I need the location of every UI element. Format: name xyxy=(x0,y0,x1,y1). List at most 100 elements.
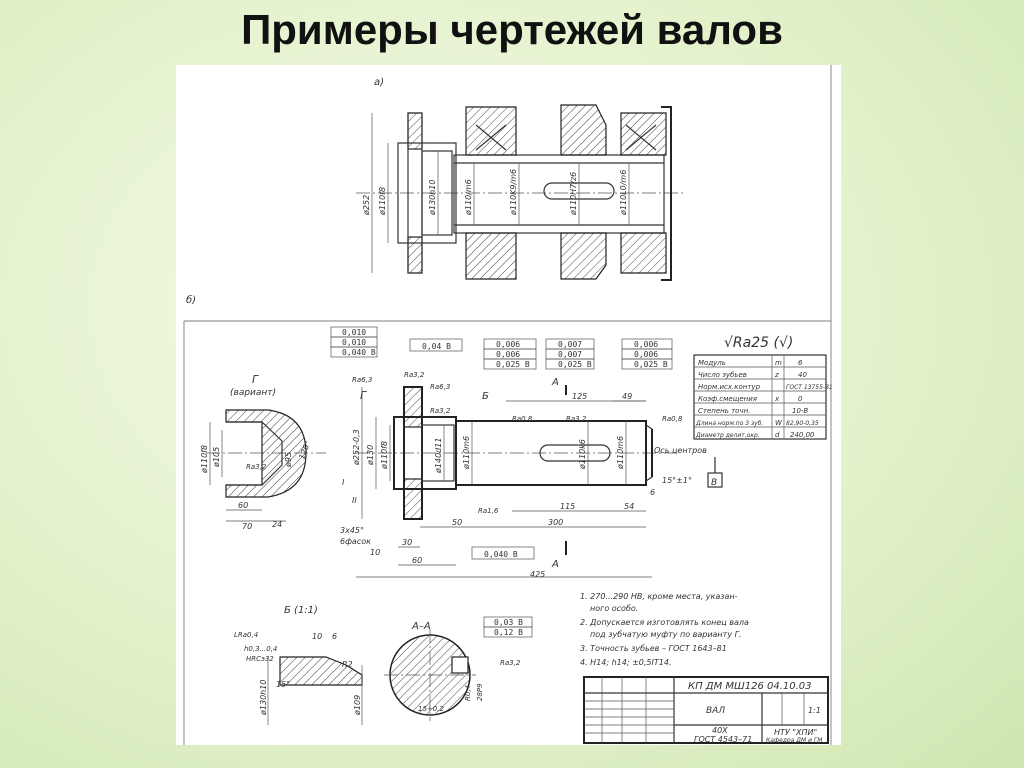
svg-text:0,12 В: 0,12 В xyxy=(494,628,523,637)
section-aa-dim-2: 28P9 xyxy=(476,683,484,701)
organization: НТУ "ХПИ" xyxy=(774,728,817,737)
shaft-dim-6: ø110k6 xyxy=(578,439,587,470)
svg-text:0,025 В: 0,025 В xyxy=(634,360,668,369)
note-line-4: под зубчатую муфту по варианту Г. xyxy=(590,630,742,639)
len-60: 60 xyxy=(412,556,422,565)
len-300: 300 xyxy=(548,518,563,527)
svg-text:0,040 В: 0,040 В xyxy=(484,550,518,559)
svg-text:0,025 В: 0,025 В xyxy=(558,360,592,369)
section-aa-tolerance: 0,03 В 0,12 В xyxy=(483,616,533,638)
shaft-dim-2: ø130 xyxy=(366,445,375,466)
svg-text:ГОСТ 13755-81: ГОСТ 13755-81 xyxy=(786,384,833,391)
note-line-6: 4. H14; h14; ±0,5IT14. xyxy=(580,658,672,667)
svg-text:0,025 В: 0,025 В xyxy=(496,360,530,369)
view-b-label: б) xyxy=(186,294,196,306)
svg-text:10-В: 10-В xyxy=(792,407,808,415)
svg-text:x: x xyxy=(774,395,780,403)
engineering-drawing: а) ø252 xyxy=(176,65,841,745)
shaft-dim-1: ø252-0,3 xyxy=(352,429,361,466)
shaft-dim-5: ø110m6 xyxy=(462,436,471,470)
len-425: 425 xyxy=(530,570,545,579)
letter-a-top: А xyxy=(551,377,559,388)
section-aa-dim-3: 15+0,2 xyxy=(418,705,444,713)
roman-two: II xyxy=(352,496,357,505)
detail-g-dim-1: ø110f8 xyxy=(200,445,209,474)
dim-a-5: ø110K9/m6 xyxy=(509,169,518,216)
svg-text:0,010: 0,010 xyxy=(342,328,366,337)
tolerance-frame-mid: 0,006 0,006 0,025 В xyxy=(483,338,537,370)
detail-g-label: Г xyxy=(252,373,259,386)
roughness-mark-6: Ra3,2 xyxy=(566,415,587,423)
dim-a-2: ø110f8 xyxy=(378,187,387,216)
gear-row-name-2: Число зубьев xyxy=(698,371,747,379)
tolerance-frame-face: 0,04 В xyxy=(409,338,463,352)
section-aa-view xyxy=(384,629,476,721)
drawing-scale: 1:1 xyxy=(808,706,821,715)
note-line-5: 3. Точность зубьев – ГОСТ 1643–81 xyxy=(580,644,727,653)
angle-note: 15°±1° xyxy=(662,476,692,485)
roughness-mark-7: Ra0,8 xyxy=(662,415,683,423)
section-b-dim-2: h0,3...0,4 xyxy=(244,645,277,653)
gear-row-name-1: Модуль xyxy=(698,359,726,367)
tolerance-frame-right: 0,006 0,006 0,025 В xyxy=(621,338,673,370)
center-axis-note: Ось центров xyxy=(654,446,707,455)
assembly-view-a xyxy=(356,104,686,281)
drawing-code: КП ДМ МШ126 04.10.03 xyxy=(688,681,812,692)
section-b-dim-6: R2 xyxy=(342,660,353,669)
part-material-std: ГОСТ 4543–71 xyxy=(694,735,752,744)
gear-row-name-6: Длина норм.по 3 зуб. xyxy=(695,420,763,427)
svg-text:0,007: 0,007 xyxy=(558,350,582,359)
svg-text:0,006: 0,006 xyxy=(496,350,520,359)
section-b-dim-8: ø130h10 xyxy=(259,680,268,716)
letter-g-mark: Г xyxy=(360,389,367,402)
dim-a-1: ø252 xyxy=(362,195,371,216)
svg-text:0,006: 0,006 xyxy=(634,340,658,349)
svg-text:6: 6 xyxy=(798,359,803,367)
title-block: КП ДМ МШ126 04.10.03 ВАЛ 40Х ГОСТ 4543–7… xyxy=(583,676,829,744)
section-b-dim-5: 6 xyxy=(332,632,337,641)
note-line-2: ного особо. xyxy=(590,604,638,613)
svg-text:0,03 В: 0,03 В xyxy=(494,618,523,627)
roughness-main: √Ra25 (√) xyxy=(724,335,793,351)
svg-text:z: z xyxy=(774,371,779,379)
len-125: 125 xyxy=(572,392,587,401)
letter-a-bottom: А xyxy=(551,559,559,570)
section-b-view xyxy=(267,656,363,725)
section-aa-label: А–А xyxy=(411,621,431,632)
dim-a-3: ø130h10 xyxy=(428,180,437,216)
chamfer-label: 3х45° xyxy=(340,526,364,535)
section-b-dim-1: LRa0,4 xyxy=(234,631,258,639)
shaft-dim-3: ø110f8 xyxy=(380,441,389,470)
svg-text:m: m xyxy=(775,359,782,367)
len-49: 49 xyxy=(622,392,632,401)
len-30: 30 xyxy=(402,538,412,547)
svg-text:W: W xyxy=(775,419,783,427)
dim-a-7: ø110L0/m6 xyxy=(619,170,628,216)
shaft-main-view xyxy=(356,385,723,578)
gear-row-name-7: Диаметр делит.окр. xyxy=(695,432,760,439)
runout-frame-bottom: 0,040 В xyxy=(471,546,535,560)
detail-g-dim-3: ø95 xyxy=(284,452,293,468)
detail-g-dim-7: 24 xyxy=(272,520,282,529)
gear-row-name-5: Степень точн. xyxy=(698,407,750,415)
len-6: 6 xyxy=(650,488,655,497)
detail-g-dim-2: ø105 xyxy=(212,447,221,468)
gear-row-name-3: Норм.исх.контур xyxy=(698,383,761,391)
detail-g-dim-5: 60 xyxy=(238,501,248,510)
chamfer-sub: 6фасок xyxy=(340,537,371,546)
svg-text:0,006: 0,006 xyxy=(496,340,520,349)
dim-a-6: ø110H7/z6 xyxy=(569,172,578,216)
shaft-dim-4: ø140d11 xyxy=(434,438,443,474)
note-line-1: 1. 270...290 HB, кроме места, указан- xyxy=(580,592,738,601)
detail-g-view xyxy=(206,409,326,522)
svg-text:0,006: 0,006 xyxy=(634,350,658,359)
section-aa-dim-4: Ra3,2 xyxy=(500,659,521,667)
dim-a-4: ø110/m6 xyxy=(464,179,473,216)
len-10: 10 xyxy=(370,548,380,557)
letter-b-mark: Б xyxy=(482,391,489,402)
gear-row-name-4: Коэф.смещения xyxy=(698,395,757,403)
svg-text:240,00: 240,00 xyxy=(790,431,815,439)
datum-v: В xyxy=(711,478,717,488)
part-material: 40Х xyxy=(712,726,728,735)
roughness-mark-1: Ra6,3 xyxy=(352,376,372,384)
